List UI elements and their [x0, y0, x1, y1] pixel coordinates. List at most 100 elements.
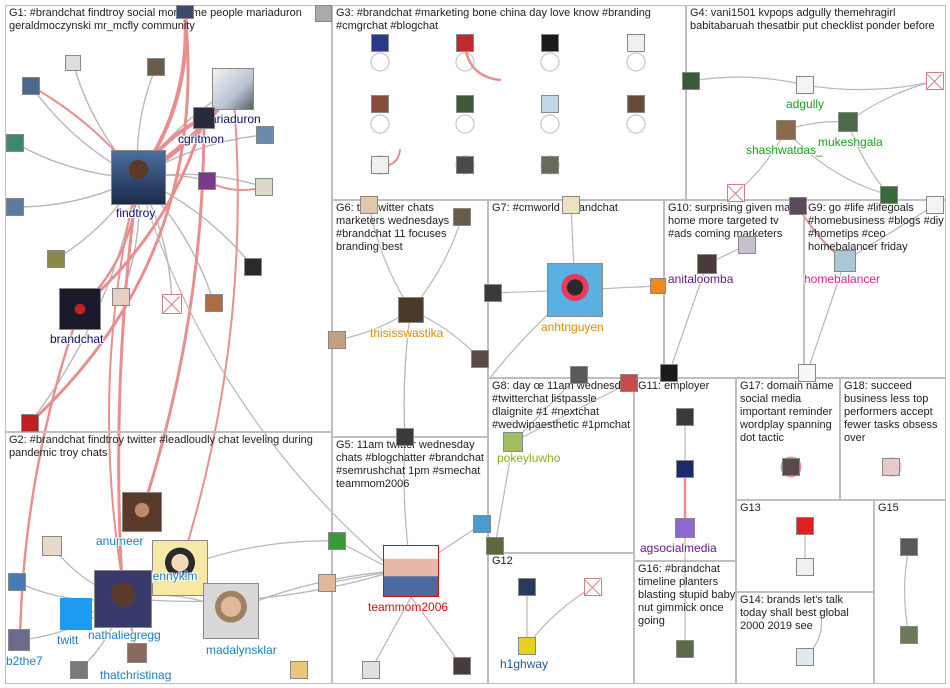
- avatar-node[interactable]: [882, 458, 900, 476]
- avatar-node[interactable]: [471, 350, 489, 368]
- avatar-node[interactable]: [6, 134, 24, 152]
- avatar-node[interactable]: [176, 5, 194, 19]
- avatar-node[interactable]: [8, 629, 30, 651]
- avatar-node[interactable]: [255, 178, 273, 196]
- avatar-node[interactable]: [318, 574, 336, 592]
- avatar-node[interactable]: [789, 197, 807, 215]
- avatar-node[interactable]: [22, 77, 40, 95]
- avatar-node[interactable]: [562, 196, 580, 214]
- avatar-node[interactable]: [697, 254, 717, 274]
- group-label: G9: go #life #lifegoals #homebusiness #b…: [808, 202, 944, 253]
- avatar-node[interactable]: [122, 492, 162, 532]
- avatar-node[interactable]: [8, 573, 26, 591]
- avatar-node[interactable]: [676, 460, 694, 478]
- avatar-node[interactable]: [212, 68, 254, 110]
- avatar-node[interactable]: [782, 458, 800, 476]
- avatar-node[interactable]: [315, 5, 332, 22]
- avatar-node[interactable]: [70, 661, 88, 679]
- avatar-node[interactable]: [193, 107, 215, 129]
- avatar-node[interactable]: [900, 626, 918, 644]
- missing-avatar-node[interactable]: [584, 578, 602, 596]
- avatar-node[interactable]: [796, 76, 814, 94]
- avatar-node[interactable]: [926, 196, 944, 214]
- avatar-node[interactable]: [880, 186, 898, 204]
- group-label: G3: #brandchat #marketing bone china day…: [336, 7, 651, 32]
- avatar-node[interactable]: [620, 374, 638, 392]
- node-label-nathaliegregg: nathaliegregg: [88, 628, 161, 642]
- avatar-node[interactable]: [834, 250, 856, 272]
- avatar-node[interactable]: [453, 208, 471, 226]
- avatar-node[interactable]: [198, 172, 216, 190]
- avatar-node[interactable]: [59, 288, 101, 330]
- avatar-node[interactable]: [456, 95, 474, 113]
- avatar-node[interactable]: [796, 558, 814, 576]
- avatar-node[interactable]: [518, 578, 536, 596]
- avatar-node[interactable]: [486, 537, 504, 555]
- avatar-node[interactable]: [360, 196, 378, 214]
- avatar-node[interactable]: [205, 294, 223, 312]
- avatar-node[interactable]: [838, 112, 858, 132]
- avatar-node[interactable]: [900, 538, 918, 556]
- avatar-node[interactable]: [398, 297, 424, 323]
- avatar-node[interactable]: [47, 250, 65, 268]
- avatar-node[interactable]: [94, 570, 152, 628]
- avatar-node[interactable]: [362, 661, 380, 679]
- avatar-node[interactable]: [518, 637, 536, 655]
- avatar-node[interactable]: [682, 72, 700, 90]
- avatar-node[interactable]: [660, 364, 678, 382]
- avatar-node[interactable]: [541, 95, 559, 113]
- avatar-node[interactable]: [371, 34, 389, 52]
- avatar-node[interactable]: [203, 583, 259, 639]
- avatar-node[interactable]: [127, 643, 147, 663]
- avatar-node[interactable]: [328, 331, 346, 349]
- avatar-node[interactable]: [152, 540, 208, 596]
- avatar-node[interactable]: [541, 34, 559, 52]
- avatar-node[interactable]: [796, 517, 814, 535]
- avatar-node[interactable]: [112, 288, 130, 306]
- avatar-node[interactable]: [383, 545, 439, 597]
- avatar-node[interactable]: [627, 95, 645, 113]
- avatar-node[interactable]: [503, 432, 523, 452]
- avatar-node[interactable]: [456, 156, 474, 174]
- avatar-node[interactable]: [547, 263, 603, 317]
- avatar-node[interactable]: [570, 366, 588, 384]
- avatar-node[interactable]: [627, 34, 645, 52]
- missing-avatar-node[interactable]: [926, 72, 944, 90]
- avatar-node[interactable]: [21, 414, 39, 432]
- node-label-anhtnguyen: anhtnguyen: [541, 320, 604, 334]
- group-label: G8: day œ 11am wednesday #twitterchat li…: [492, 380, 633, 431]
- avatar-node[interactable]: [147, 58, 165, 76]
- avatar-node[interactable]: [65, 55, 81, 71]
- avatar-node[interactable]: [256, 126, 274, 144]
- avatar-node[interactable]: [328, 532, 346, 550]
- missing-avatar-node[interactable]: [162, 294, 182, 314]
- avatar-node[interactable]: [798, 364, 816, 382]
- missing-avatar-node[interactable]: [727, 184, 745, 202]
- avatar-node[interactable]: [42, 536, 62, 556]
- node-label-jennykim: jennykim: [150, 569, 198, 583]
- avatar-node[interactable]: [244, 258, 262, 276]
- avatar-node[interactable]: [371, 95, 389, 113]
- node-label-agsocialmedia: agsocialmedia: [640, 541, 717, 555]
- group-label: G17: domain name social media important …: [740, 380, 834, 444]
- avatar-node[interactable]: [796, 648, 814, 666]
- avatar-node[interactable]: [6, 198, 24, 216]
- avatar-node[interactable]: [473, 515, 491, 533]
- avatar-node[interactable]: [676, 640, 694, 658]
- avatar-node[interactable]: [371, 156, 389, 174]
- avatar-node[interactable]: [676, 408, 694, 426]
- avatar-node[interactable]: [396, 428, 414, 446]
- avatar-node[interactable]: [675, 518, 695, 538]
- avatar-node[interactable]: [484, 284, 502, 302]
- avatar-node[interactable]: [650, 278, 666, 294]
- avatar-node[interactable]: [456, 34, 474, 52]
- avatar-node[interactable]: [60, 598, 92, 630]
- avatar-node[interactable]: [776, 120, 796, 140]
- avatar-node[interactable]: [290, 661, 308, 679]
- avatar-node[interactable]: [111, 150, 166, 205]
- group-label: G7: #cmworld #brandchat: [492, 202, 618, 214]
- avatar-node[interactable]: [541, 156, 559, 174]
- node-label-twitt: twitt: [57, 633, 79, 647]
- avatar-node[interactable]: [453, 657, 471, 675]
- avatar-node[interactable]: [738, 236, 756, 254]
